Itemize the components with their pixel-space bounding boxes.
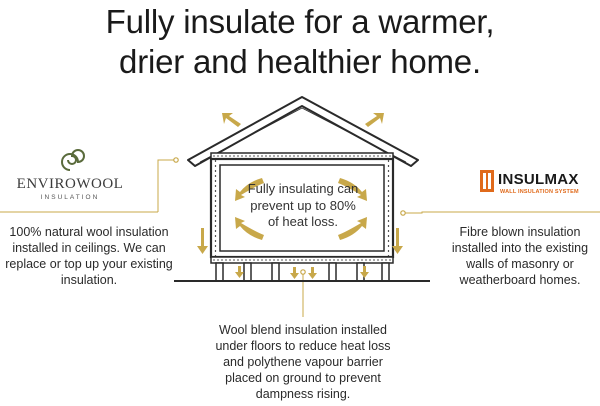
connector-insulmax <box>403 211 600 214</box>
envirowool-description: 100% natural wool insulation installed i… <box>5 225 173 287</box>
insulmax-tagline: WALL INSULATION SYSTEM <box>500 189 579 195</box>
headline-line-1: Fully insulate for a warmer, <box>105 3 495 40</box>
connector-lines <box>0 159 600 317</box>
insulmax-brand: INSULMAX WALL INSULATION SYSTEM <box>476 167 600 207</box>
insulmax-logo-icon <box>480 170 494 192</box>
headline: Fully insulate for a warmer, drier and h… <box>0 2 600 82</box>
envirowool-tagline: INSULATION <box>40 194 100 201</box>
insulmax-description: Fibre blown insulation installed into th… <box>451 225 589 287</box>
house-heat-loss-text: Fully insulating can prevent up to 80% o… <box>247 181 359 229</box>
connector-envirowool <box>157 159 176 212</box>
floor-description: Wool blend insulation installed under fl… <box>215 323 391 401</box>
house-walls <box>209 157 395 259</box>
envirowool-logo-icon <box>61 149 85 171</box>
heat-circulation-arrows <box>235 178 367 240</box>
heat-loss-arrows <box>197 113 403 279</box>
floor-insulation <box>210 256 394 264</box>
envirowool-name: ENVIROWOOL <box>16 176 124 192</box>
insulmax-name: INSULMAX <box>498 171 579 188</box>
connector-dots <box>173 157 406 275</box>
headline-line-2: drier and healthier home. <box>119 43 481 80</box>
envirowool-brand: ENVIROWOOL INSULATION <box>0 150 140 201</box>
